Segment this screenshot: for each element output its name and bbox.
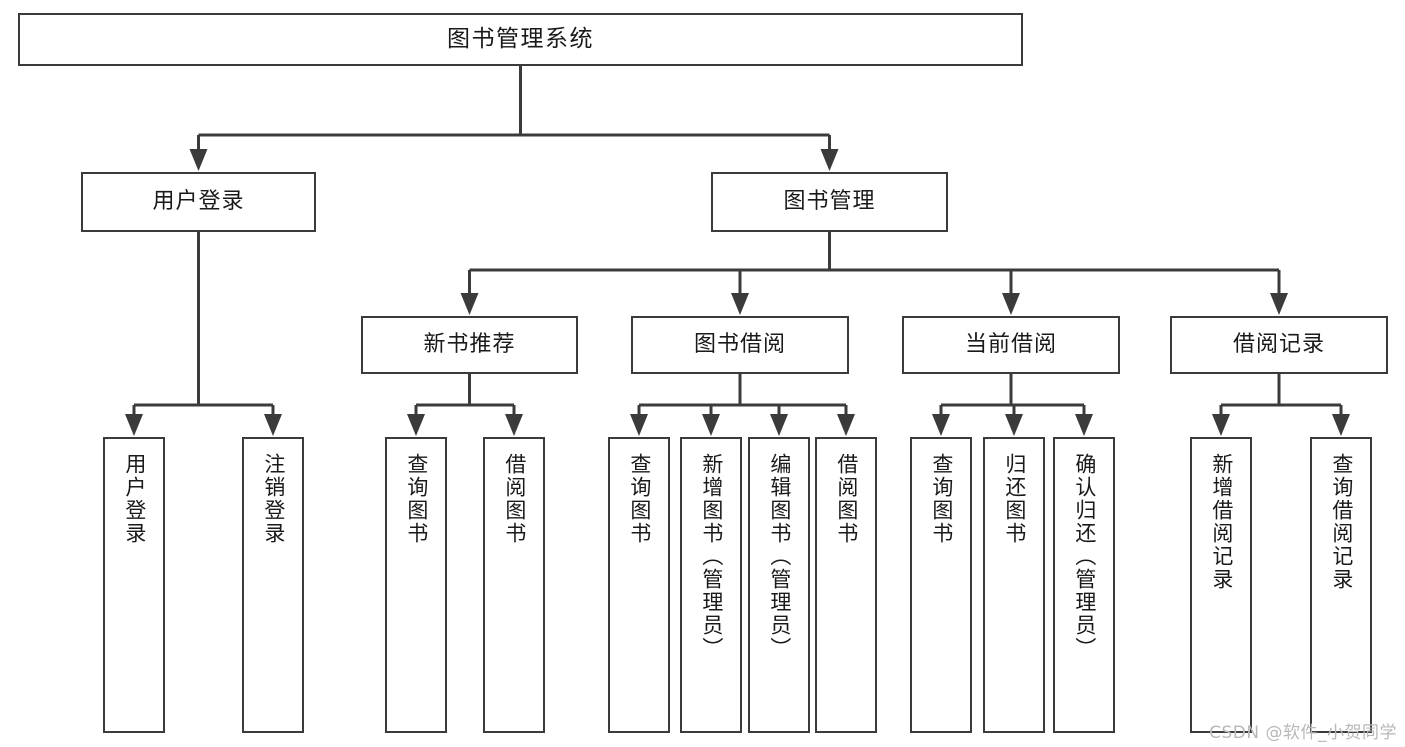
node-label: 图书借阅 [693,331,786,357]
arrow-head-icon [505,414,523,436]
node-book-borrow[interactable]: 图书借阅 [631,316,849,374]
node-label: 当前借阅 [964,331,1057,357]
node-label: 查询图书 [929,453,954,545]
node-label: 新增借阅记录 [1209,453,1234,591]
node-label: 图书管理系统 [447,25,594,52]
node-label: 借阅图书 [502,453,527,545]
arrow-head-icon [1005,414,1023,436]
arrow-head-icon [1270,293,1288,315]
node-book-manage[interactable]: 图书管理 [711,172,948,232]
node-label: 查询图书 [404,453,429,545]
node-label: 注销登录 [261,453,286,545]
arrow-head-icon [264,414,282,436]
node-label: 用户登录 [122,453,147,545]
node-label: 用户登录 [152,188,245,214]
node-leaf-user-logout[interactable]: 注销登录 [242,437,304,733]
node-label: 查询图书 [627,453,652,545]
arrow-head-icon [125,414,143,436]
node-leaf-borrow-book-2[interactable]: 借阅图书 [815,437,877,733]
arrow-head-icon [731,293,749,315]
node-label: 新增图书（管理员） [699,453,724,660]
arrow-head-icon [460,293,479,315]
watermark-text: CSDN @软件_小贺同学 [1209,723,1397,743]
node-label: 编辑图书（管理员） [767,453,792,660]
node-label: 借阅图书 [834,453,859,545]
node-leaf-add-book[interactable]: 新增图书（管理员） [680,437,742,733]
node-root[interactable]: 图书管理系统 [18,13,1023,66]
node-label: 新书推荐 [423,331,516,357]
node-leaf-add-record[interactable]: 新增借阅记录 [1190,437,1252,733]
node-borrow-record[interactable]: 借阅记录 [1170,316,1388,374]
arrow-head-icon [702,414,720,436]
arrow-head-icon [630,414,648,436]
node-new-book-rec[interactable]: 新书推荐 [361,316,578,374]
arrow-head-icon [932,414,950,436]
node-leaf-query-book-1[interactable]: 查询图书 [385,437,447,733]
node-leaf-return-book[interactable]: 归还图书 [983,437,1045,733]
arrow-head-icon [820,149,839,171]
node-leaf-query-book-2[interactable]: 查询图书 [608,437,670,733]
node-label: 图书管理 [783,188,876,214]
node-label: 借阅记录 [1232,331,1325,357]
node-leaf-edit-book[interactable]: 编辑图书（管理员） [748,437,810,733]
arrow-head-icon [1332,414,1350,436]
arrow-head-icon [407,414,425,436]
node-label: 归还图书 [1002,453,1027,545]
node-user-login[interactable]: 用户登录 [81,172,316,232]
node-leaf-borrow-book-1[interactable]: 借阅图书 [483,437,545,733]
arrow-head-icon [1002,293,1020,315]
arrow-head-icon [189,149,208,171]
node-leaf-query-book-3[interactable]: 查询图书 [910,437,972,733]
arrow-head-icon [770,414,788,436]
node-current-borrow[interactable]: 当前借阅 [902,316,1120,374]
arrow-head-icon [837,414,855,436]
arrow-head-icon [1212,414,1230,436]
node-label: 确认归还（管理员） [1072,453,1097,660]
node-label: 查询借阅记录 [1329,453,1354,591]
node-leaf-confirm-return[interactable]: 确认归还（管理员） [1053,437,1115,733]
node-leaf-user-login[interactable]: 用户登录 [103,437,165,733]
arrow-head-icon [1075,414,1093,436]
node-leaf-query-record[interactable]: 查询借阅记录 [1310,437,1372,733]
